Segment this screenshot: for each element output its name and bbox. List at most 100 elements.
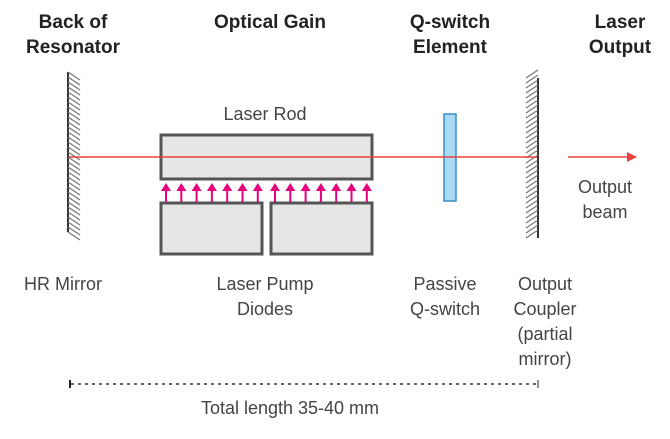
mirror-hatch [525,169,539,179]
label-line: (partial [517,324,573,344]
mirror-hatch [525,194,539,204]
pump-arrow [346,183,357,202]
mirror-hatch [525,214,539,224]
output-coupler-mirror [525,69,539,239]
mirror-hatch [67,126,81,136]
mirror-hatch [525,134,539,144]
pump-arrow [300,183,311,202]
mirror-hatch [525,189,539,199]
label-output-coupler: Output Coupler (partial mirror) [505,272,585,372]
mirror-hatch [67,161,81,171]
mirror-hatch [67,226,81,236]
pump-arrow [285,183,296,202]
pump-arrow [222,183,233,202]
mirror-hatch [67,156,81,166]
mirror-hatch [67,196,81,206]
label-line: Diodes [236,299,294,319]
header-line: Element [413,37,487,58]
mirror-hatch [67,96,81,106]
mirror-hatch [525,79,539,89]
mirror-hatch [525,84,539,94]
label-laser-rod: Laser Rod [223,104,307,124]
mirror-hatch [67,76,81,86]
pump-arrow [331,183,342,202]
label-line: Passive [413,274,477,294]
mirror-hatch [525,109,539,119]
mirror-hatch [525,204,539,214]
mirror-hatch [67,171,81,181]
header-line: Laser [594,12,646,33]
pump-arrow [252,183,263,202]
mirror-hatch [525,224,539,234]
hr-mirror [67,71,81,241]
header-laser-output: Laser Output [570,10,670,60]
pump-diode-right [269,201,374,256]
mirror-hatch [67,186,81,196]
label-passive-q-switch: Passive Q-switch [395,272,495,322]
header-line: Q-switch [409,12,491,33]
pump-arrow [161,183,171,202]
mirror-hatch [525,179,539,189]
pump-arrow [315,183,326,202]
mirror-hatch [67,116,81,126]
mirror-hatch [525,199,539,209]
mirror-hatch [525,69,539,79]
mirror-hatch [525,219,539,229]
total-length-dimension [69,380,539,388]
pump-arrow [176,183,187,202]
mirror-hatch [67,86,81,96]
header-q-switch-element: Q-switch Element [395,10,505,60]
label-line: beam [582,202,628,222]
header-optical-gain: Optical Gain [214,12,326,33]
label-line: Laser Pump [216,274,314,294]
mirror-hatch [67,146,81,156]
mirror-hatch [67,191,81,201]
mirror-hatch [525,139,539,149]
mirror-hatch [525,159,539,169]
label-line: mirror) [518,349,572,369]
mirror-hatch [67,151,81,161]
pump-arrow [361,183,372,202]
mirror-hatch [67,181,81,191]
mirror-hatch [525,144,539,154]
mirror-hatch [67,131,81,141]
pump-diode-left [159,201,264,256]
label-line: Output [577,177,633,197]
mirror-hatch [525,209,539,219]
label-line: Coupler [513,299,577,319]
label-hr-mirror: HR Mirror [24,274,102,294]
mirror-hatch [525,124,539,134]
mirror-hatch [67,91,81,101]
label-output-beam: Output beam [565,175,645,225]
mirror-hatch [67,71,81,81]
label-line: Output [517,274,573,294]
mirror-hatch [525,104,539,114]
mirror-hatch [67,111,81,121]
mirror-hatch [525,174,539,184]
label-line: Q-switch [409,299,480,319]
header-line: Back of [38,12,108,33]
mirror-hatch [525,229,539,239]
mirror-hatch [525,114,539,124]
header-line: Output [588,37,652,58]
mirror-hatch [525,74,539,84]
mirror-hatch [67,201,81,211]
mirror-hatch [67,101,81,111]
label-total-length: Total length 35-40 mm [200,398,380,418]
pump-arrow [191,183,202,202]
mirror-hatch [67,206,81,216]
mirror-hatch [67,106,81,116]
mirror-hatch [67,166,81,176]
mirror-hatch [525,164,539,174]
pump-arrow [237,183,248,202]
pump-arrows [161,183,372,202]
pump-arrow [270,183,280,202]
mirror-hatch [525,94,539,104]
mirror-hatch [67,121,81,131]
mirror-hatch [67,231,81,241]
mirror-hatch [67,176,81,186]
header-line: Resonator [26,37,120,58]
mirror-hatch [67,216,81,226]
mirror-hatch [67,221,81,231]
